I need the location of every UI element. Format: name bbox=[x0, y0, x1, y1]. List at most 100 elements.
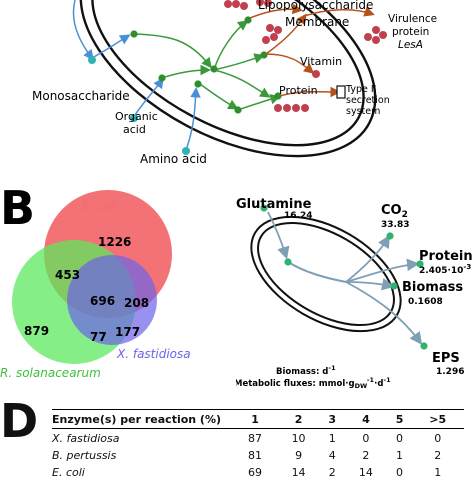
table-row: X. fastidiosa 87 10 1 0 0 0 bbox=[52, 429, 464, 447]
header-5: 5 bbox=[387, 409, 412, 429]
vitamin-molecule bbox=[312, 70, 320, 78]
table-cell: 1 bbox=[328, 432, 336, 445]
secretion-system-icon bbox=[336, 85, 346, 99]
biomass-value: 0.1608 bbox=[408, 297, 443, 307]
table-cell: 69 bbox=[248, 466, 263, 479]
biomass-node bbox=[390, 282, 398, 290]
protein-label: Protein bbox=[279, 84, 318, 97]
table-cell: 87 bbox=[248, 432, 263, 445]
eps-value: 1.296 bbox=[436, 367, 464, 377]
membrane-molecule bbox=[262, 24, 282, 44]
secretion-label-2: secretion bbox=[346, 95, 390, 106]
panel-a-diagram: Lipopolysaccharide Membrane Virulence pr… bbox=[32, 0, 437, 166]
count-e-r: 453 bbox=[55, 268, 80, 282]
metabolite-node bbox=[244, 16, 252, 24]
panel-b-letter: B bbox=[0, 181, 35, 235]
organism-name: E. coli bbox=[52, 466, 85, 479]
monosaccharide-node bbox=[88, 56, 96, 64]
x-fastidiosa-set bbox=[67, 255, 157, 345]
co2-value: 33.83 bbox=[381, 220, 409, 230]
membrane-label: Membrane bbox=[285, 15, 349, 29]
count-r-x: 77 bbox=[90, 330, 107, 344]
count-e-only: 1226 bbox=[98, 235, 131, 249]
table-cell: 2 bbox=[362, 449, 370, 462]
outer-membrane bbox=[79, 0, 377, 158]
organic-acid-node bbox=[130, 114, 138, 122]
metabolite-node bbox=[274, 92, 282, 100]
biomass-label: Biomass bbox=[402, 280, 463, 295]
lipopolysaccharide-molecule bbox=[224, 0, 272, 10]
r-solanacearum-label: R. solanacearum bbox=[0, 366, 101, 380]
virulence-label-2: protein bbox=[392, 26, 429, 38]
eps-label: EPS bbox=[432, 351, 460, 366]
glutamine-node bbox=[260, 204, 268, 212]
count-e-x: 208 bbox=[124, 296, 149, 310]
metabolite-node bbox=[194, 80, 202, 88]
panel-c: C Glutamine 16.24 CO2 33.83 Protein 2.40… bbox=[200, 175, 474, 390]
vitamin-label: Vitamin bbox=[300, 55, 342, 68]
inner-membrane bbox=[91, 0, 365, 147]
co2-node bbox=[386, 232, 394, 240]
metabolite-node bbox=[260, 51, 268, 59]
metabolite-node bbox=[210, 65, 218, 73]
table-row: B. pertussis 81 9 4 2 1 2 bbox=[52, 446, 464, 463]
table-cell: 0 bbox=[434, 432, 442, 445]
lipopolysaccharide-label: Lipopolysaccharide bbox=[258, 0, 373, 12]
virulence-protein-molecule bbox=[364, 26, 387, 44]
protein-value: 2.405·10-3 bbox=[419, 263, 471, 276]
protein-node bbox=[416, 260, 424, 268]
metabolite-node bbox=[130, 30, 138, 38]
table-cell: 14 bbox=[291, 466, 306, 479]
metabolite-node bbox=[158, 74, 166, 82]
organism-name: X. fastidiosa bbox=[52, 432, 120, 445]
table-cell: 2 bbox=[328, 466, 336, 479]
secretion-label-1: Type II bbox=[345, 84, 376, 95]
table-cell: 0 bbox=[396, 466, 404, 479]
virulence-label-3: LesA bbox=[398, 39, 423, 51]
table-cell: 14 bbox=[358, 466, 373, 479]
table-cell: 4 bbox=[328, 449, 336, 462]
header-4: 4 bbox=[344, 409, 388, 429]
table-header-row: Enzyme(s) per reaction (%) 1 2 3 4 5 >5 bbox=[52, 409, 464, 429]
biomass-units: Biomass: d-1 bbox=[276, 364, 336, 377]
table-cell: 1 bbox=[396, 449, 404, 462]
header-2: 2 bbox=[276, 409, 321, 429]
flux-diagram: C Glutamine 16.24 CO2 33.83 Protein 2.40… bbox=[200, 175, 473, 390]
secretion-label-3: system bbox=[346, 106, 380, 117]
co2-label: CO2 bbox=[381, 203, 408, 220]
table-cell: 81 bbox=[248, 449, 263, 462]
organic-acid-label-1: Organic bbox=[115, 110, 158, 123]
organic-acid-label-2: acid bbox=[123, 123, 146, 136]
monosaccharide-label: Monosaccharide bbox=[32, 89, 130, 103]
venn-diagram: B E. coli R. solanacearum X. fastidiosa … bbox=[0, 181, 191, 380]
header-1: 1 bbox=[233, 409, 277, 429]
count-x-only: 177 bbox=[115, 325, 140, 339]
count-r-only: 879 bbox=[24, 324, 49, 338]
header-enzymes: Enzyme(s) per reaction (%) bbox=[52, 409, 234, 429]
table-row: E. coli 69 14 2 14 0 1 bbox=[52, 463, 464, 480]
internal-node bbox=[284, 258, 292, 266]
flux-units: Metabolic fluxes: mmol·gDW-1·d-1 bbox=[236, 376, 391, 390]
glutamine-label: Glutamine bbox=[236, 197, 312, 212]
cell-outer bbox=[250, 215, 402, 333]
header-3: 3 bbox=[320, 409, 345, 429]
metabolite-node bbox=[234, 106, 242, 114]
panel-b: B E. coli R. solanacearum X. fastidiosa … bbox=[0, 178, 236, 390]
x-fastidiosa-label: X. fastidiosa bbox=[116, 347, 191, 361]
eps-node bbox=[420, 342, 428, 350]
panel-a: Lipopolysaccharide Membrane Virulence pr… bbox=[0, 0, 474, 170]
protein-label: Protein bbox=[419, 249, 473, 264]
table-cell: 2 bbox=[434, 449, 442, 462]
organism-name: B. pertussis bbox=[52, 449, 117, 462]
table-cell: 0 bbox=[362, 432, 370, 445]
e-coli-label: E. coli bbox=[82, 199, 118, 213]
amino-acid-label: Amino acid bbox=[140, 152, 207, 166]
amino-acid-node bbox=[182, 147, 190, 155]
table-cell: 1 bbox=[434, 466, 442, 479]
table-cell: 10 bbox=[291, 432, 306, 445]
virulence-label-1: Virulence bbox=[388, 13, 437, 25]
protein-molecule bbox=[274, 104, 309, 112]
header-gt5: >5 bbox=[411, 409, 464, 429]
table-cell: 0 bbox=[396, 432, 404, 445]
table-cell: 9 bbox=[295, 449, 303, 462]
